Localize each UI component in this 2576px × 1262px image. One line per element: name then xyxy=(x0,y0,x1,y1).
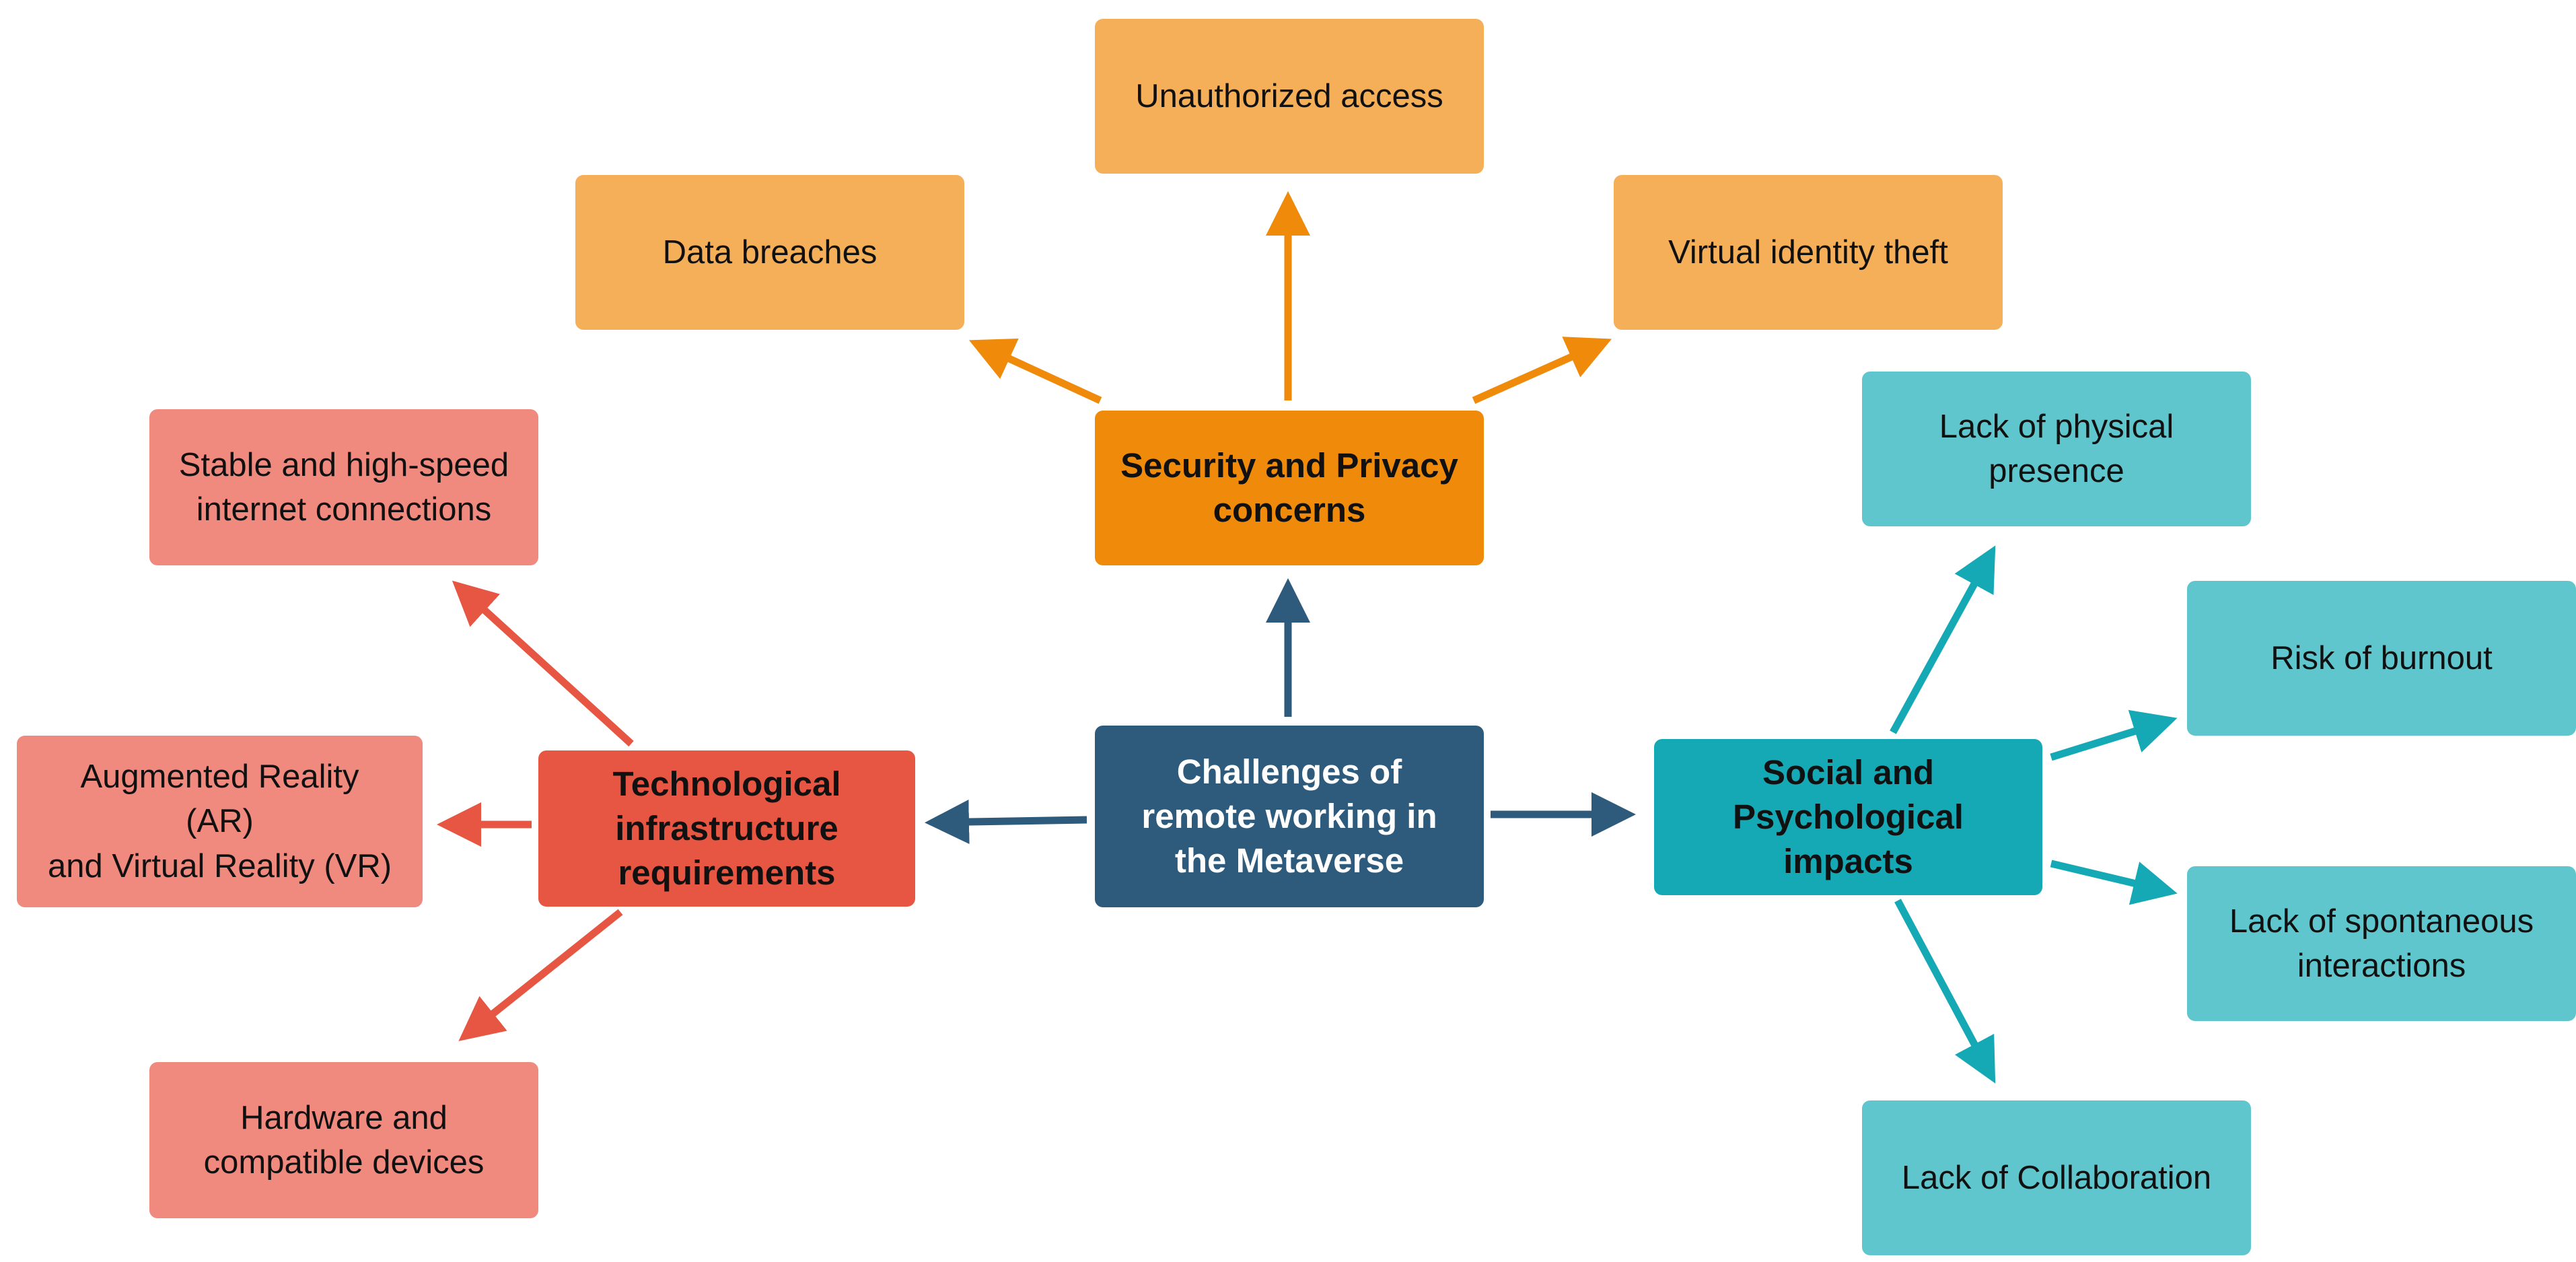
tech-hub-node: Technological infrastructure requirement… xyxy=(538,750,915,907)
tech-item-hardware: Hardware and compatible devices xyxy=(149,1062,538,1218)
tech-item-label: Augmented Reality (AR) and Virtual Reali… xyxy=(47,759,392,884)
arrow-security-to-identity xyxy=(1472,337,1612,405)
security-item-label: Unauthorized access xyxy=(1135,77,1443,114)
tech-item-ar-vr: Augmented Reality (AR) and Virtual Reali… xyxy=(17,736,423,907)
security-item-label: Data breaches xyxy=(662,234,878,271)
security-hub-node: Security and Privacy concerns xyxy=(1095,411,1484,565)
tech-item-label: Stable and high-speed internet connectio… xyxy=(178,446,509,528)
social-item-label: Risk of burnout xyxy=(2270,639,2493,676)
social-item-physical-presence: Lack of physical presence xyxy=(1862,372,2251,526)
security-item-unauthorized-access: Unauthorized access xyxy=(1095,19,1484,174)
social-item-spontaneous-interactions: Lack of spontaneous interactions xyxy=(2187,866,2576,1021)
arrow-social-to-collaboration xyxy=(1894,899,1996,1084)
arrow-tech-to-hardware xyxy=(458,909,623,1041)
arrow-security-to-breaches xyxy=(969,338,1102,404)
arrow-tech-to-internet xyxy=(452,580,634,747)
social-item-label: Lack of spontaneous interactions xyxy=(2229,903,2534,984)
security-item-virtual-identity-theft: Virtual identity theft xyxy=(1614,175,2003,330)
social-item-burnout: Risk of burnout xyxy=(2187,581,2576,736)
social-item-label: Lack of physical presence xyxy=(1939,408,2174,489)
center-node: Challenges of remote working in the Meta… xyxy=(1095,726,1484,907)
social-item-collaboration: Lack of Collaboration xyxy=(1862,1100,2251,1255)
security-hub-label: Security and Privacy concerns xyxy=(1120,446,1458,529)
social-item-label: Lack of Collaboration xyxy=(1901,1159,2212,1196)
arrow-center-to-tech xyxy=(925,800,1087,845)
security-item-data-breaches: Data breaches xyxy=(575,175,964,330)
tech-item-internet: Stable and high-speed internet connectio… xyxy=(149,409,538,565)
center-label: Challenges of remote working in the Meta… xyxy=(1141,752,1437,880)
tech-item-label: Hardware and compatible devices xyxy=(203,1099,485,1181)
social-hub-label: Social and Psychological impacts xyxy=(1733,752,1964,881)
tech-hub-label: Technological infrastructure requirement… xyxy=(612,764,841,892)
security-item-label: Virtual identity theft xyxy=(1668,234,1948,271)
arrow-social-to-burnout xyxy=(2050,709,2178,761)
social-hub-node: Social and Psychological impacts xyxy=(1654,739,2042,895)
arrow-social-to-presence xyxy=(1890,545,1996,734)
arrow-social-to-spontaneous xyxy=(2050,860,2178,905)
